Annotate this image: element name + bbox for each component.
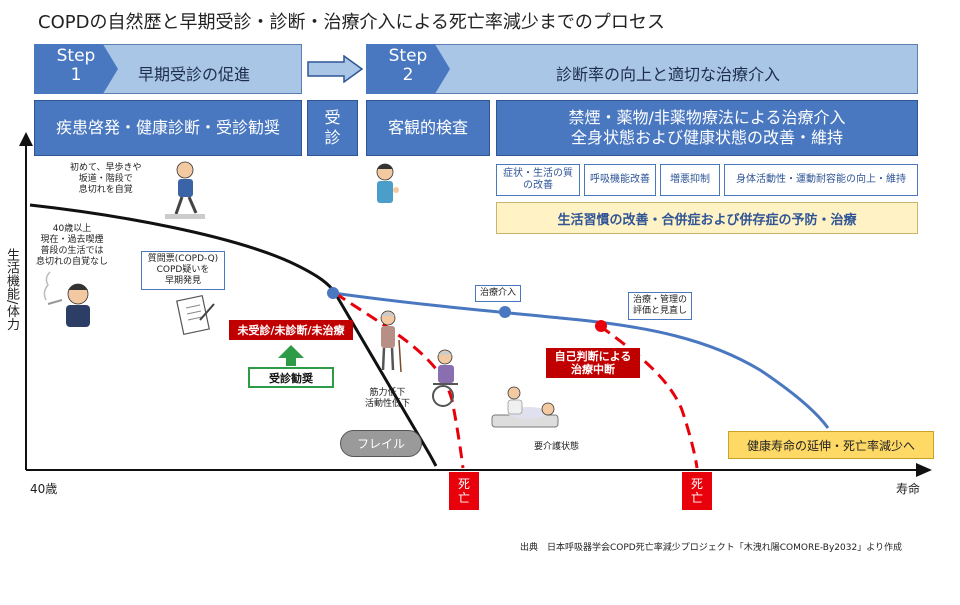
death-box-2: 死 亡 — [682, 472, 712, 510]
questionnaire-note: 質問票(COPD-Q) COPD疑いを 早期発見 — [141, 251, 225, 290]
treatment-box: 禁煙・薬物/非薬物療法による治療介入 全身状態および健康状態の改善・維持 — [496, 100, 918, 156]
untreated-decline-curve — [334, 291, 465, 469]
y-axis-label: 生活機能/体力 — [4, 248, 19, 331]
muscle-note: 筋力低下 活動性低下 — [365, 388, 411, 409]
wheelchair-icon — [432, 349, 458, 407]
natural-course-curve — [29, 203, 438, 467]
untreated-label: 未受診/未診断/未治療 — [229, 320, 353, 340]
encourage-arrow-icon — [278, 345, 304, 366]
diagnosis-point — [327, 287, 339, 299]
treatment-course-curve — [332, 291, 830, 429]
bedridden-icon — [491, 386, 559, 428]
step1-tag: Step 1 — [34, 44, 118, 94]
elderly-cane-icon — [380, 310, 402, 373]
source-citation: 出典 日本呼吸器学会COPD死亡率減少プロジェクト「木洩れ陽COMORE-By2… — [520, 543, 903, 553]
x-axis-start-label: 40歳 — [30, 482, 58, 496]
activity-box: 身体活動性・運動耐容能の向上・維持 — [724, 164, 918, 196]
walking-person-icon — [165, 161, 205, 219]
visit-box: 受 診 — [307, 100, 358, 156]
awareness-box: 疾患啓発・健康診断・受診勧奨 — [34, 100, 302, 156]
death-box-1: 死 亡 — [449, 472, 479, 510]
qol-box: 症状・生活の質 の改善 — [496, 164, 580, 196]
goal-box: 健康寿命の延伸・死亡率減少へ — [728, 431, 934, 459]
first-breathless-note: 初めて、早歩きや 坂道・階段で 息切れを自覚 — [70, 163, 142, 195]
lung-function-box: 呼吸機能改善 — [584, 164, 656, 196]
step2-tag: Step 2 — [366, 44, 450, 94]
step1-label: 早期受診の促進 — [138, 65, 251, 84]
smoker-note: 40歳以上 現在・過去喫煙 普段の生活では 息切れの自覚なし — [36, 224, 109, 267]
step2-label: 診断率の向上と適切な治療介入 — [556, 65, 781, 84]
x-axis-end-label: 寿命 — [896, 482, 921, 496]
lifestyle-box: 生活習慣の改善・合併症および併存症の予防・治療 — [496, 202, 918, 234]
intervention-note: 治療介入 — [475, 285, 522, 302]
exacerbation-box: 増悪抑制 — [660, 164, 720, 196]
exam-box: 客観的検査 — [366, 100, 490, 156]
x-axis-arrow-icon — [916, 463, 932, 477]
questionnaire-icon — [176, 294, 215, 336]
encourage-visit-box: 受診勧奨 — [248, 367, 334, 388]
step2-bar — [366, 44, 918, 94]
intervention-point — [499, 306, 511, 318]
interruption-point — [595, 320, 607, 332]
y-axis-arrow-icon — [19, 132, 33, 146]
patient-icon — [376, 163, 399, 203]
smoker-icon — [43, 271, 90, 327]
review-note: 治療・管理の 評価と見直し — [628, 292, 693, 320]
page-title: COPDの自然歴と早期受診・診断・治療介入による死亡率減少までのプロセス — [38, 12, 665, 33]
care-note: 要介護状態 — [534, 442, 580, 452]
interruption-decline-curve — [599, 324, 699, 469]
step-arrow-icon — [307, 55, 364, 83]
self-interruption-label: 自己判断による 治療中断 — [546, 348, 640, 378]
frail-badge: フレイル — [340, 430, 422, 457]
